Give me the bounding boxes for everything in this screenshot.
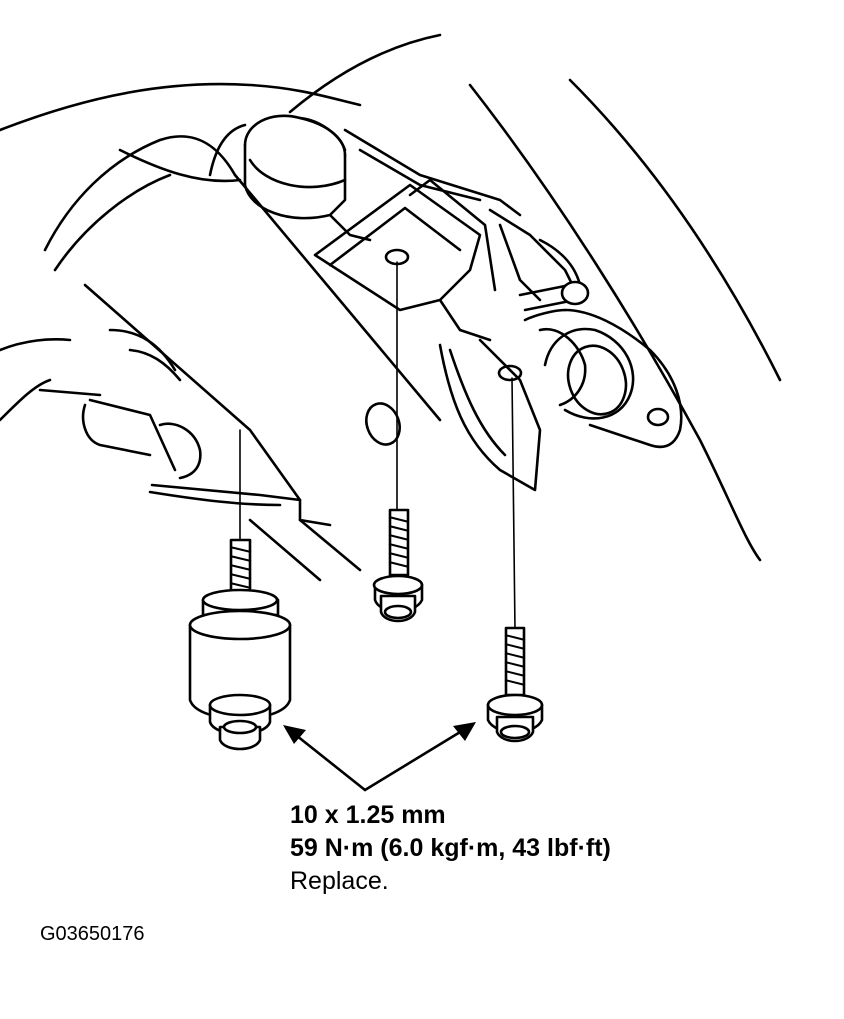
locating-pin bbox=[518, 280, 590, 312]
bracket-hole-lower bbox=[497, 364, 523, 382]
boss-cylinder bbox=[243, 114, 372, 242]
bushing-bolt-assembly bbox=[188, 538, 292, 751]
right-flange-bolt bbox=[486, 626, 544, 743]
mount-bracket bbox=[313, 128, 582, 492]
callout-arrows bbox=[283, 722, 476, 792]
flange-plate bbox=[523, 308, 683, 449]
replace-note: Replace. bbox=[290, 867, 389, 895]
frame-hole bbox=[365, 402, 401, 446]
alignment-lines bbox=[239, 261, 516, 631]
background-outlines bbox=[0, 33, 782, 562]
thread-size-label: 10 x 1.25 mm bbox=[290, 801, 446, 829]
figure-id: G03650176 bbox=[40, 923, 145, 945]
frame-member bbox=[43, 123, 442, 582]
center-flange-bolt bbox=[372, 508, 424, 623]
torque-spec-label: 59 N·m (6.0 kgf·m, 43 lbf·ft) bbox=[290, 834, 611, 862]
